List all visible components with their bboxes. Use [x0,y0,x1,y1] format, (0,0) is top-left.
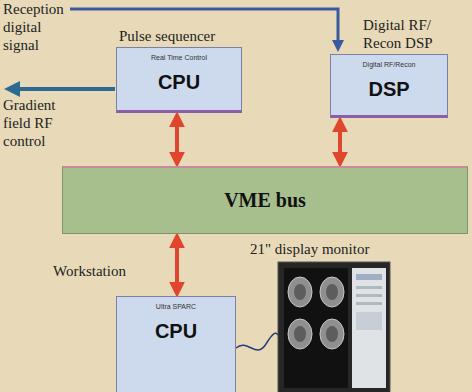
bus-link-arrow [175,237,179,293]
box-title: CPU [158,71,200,94]
processor-box: Digital RF/ Recon DSPDigital RF/ReconDSP [330,54,448,118]
board-label: Digital RF/Recon [363,61,416,68]
control-arrow [12,87,115,91]
box-heading: Pulse sequencer [119,27,279,45]
signal-label: 21" display monitor [250,240,450,258]
signal-label: Reception digital signal [3,0,65,54]
bus-band: VME bus [62,166,468,234]
processor-box: WorkstationUltra SPARCCPU [116,296,236,392]
box-title: CPU [155,320,197,343]
bus-link-arrow [338,121,342,163]
bus-link-arrow [175,116,179,163]
box-title: VME bus [224,189,306,212]
box-heading: Digital RF/ Recon DSP [363,16,467,52]
reception-arrow [70,9,338,46]
display-monitor [278,262,390,392]
board-label: Ultra SPARC [156,303,196,310]
signal-label: Gradient field RF control [3,96,75,150]
processor-box: Pulse sequencerReal Time ControlCPU [116,47,242,113]
box-heading: Workstation [53,262,173,280]
monitor-cable [236,333,280,350]
board-label: Real Time Control [151,54,207,61]
box-title: DSP [368,78,409,101]
